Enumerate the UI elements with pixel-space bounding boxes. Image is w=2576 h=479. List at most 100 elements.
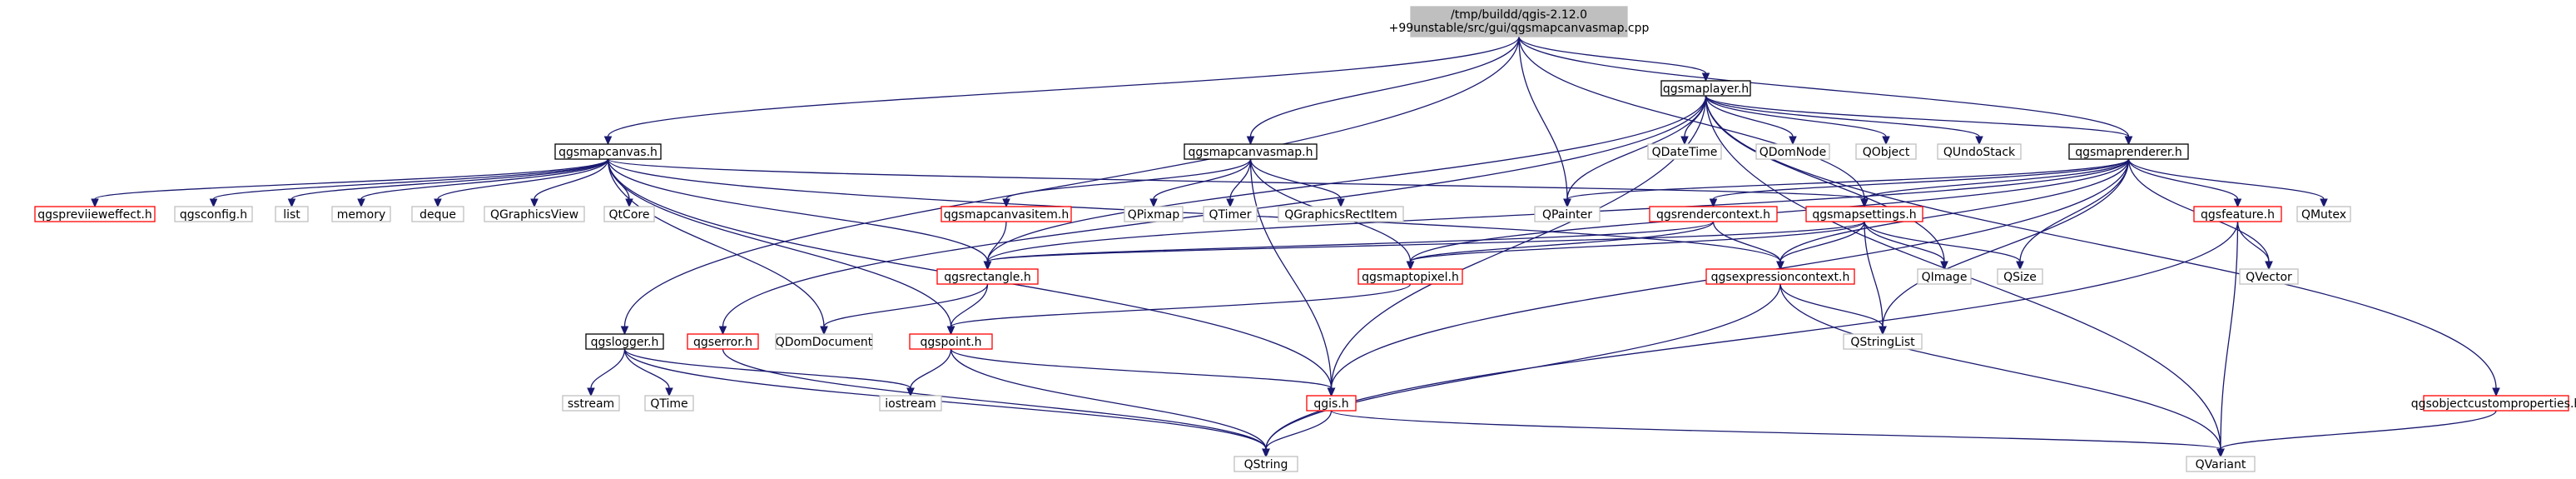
node-qdomnode: QDomNode <box>1755 143 1830 160</box>
edge-maptopixel-to-point <box>946 283 1412 336</box>
node-box-qvector <box>2239 268 2299 285</box>
node-box-maptopixel <box>1357 268 1463 285</box>
node-box-qstringlist <box>1843 333 1923 350</box>
node-label-qstring: QString <box>1244 458 1288 472</box>
edge-rendercontext-to-rectangle <box>983 221 1715 271</box>
node-qobject: QObject <box>1855 143 1917 160</box>
edge-mapcanvas-to-previeweffect <box>91 158 609 208</box>
node-iostream: iostream <box>879 395 942 412</box>
node-box-error <box>687 333 759 350</box>
node-mapcanvasmap[interactable]: qgsmapcanvasmap.h <box>1184 143 1318 160</box>
node-box-previeweffect <box>34 206 156 222</box>
node-maplayer[interactable]: qgsmaplayer.h <box>1660 80 1751 97</box>
edge-maprenderer-to-qmutex <box>2127 158 2328 208</box>
node-box-config <box>174 206 253 222</box>
node-box-qtcore <box>603 206 655 222</box>
node-maptopixel[interactable]: qgsmaptopixel.h <box>1357 268 1463 285</box>
node-box-qdomdocument <box>775 333 873 350</box>
node-error[interactable]: qgserror.h <box>687 333 759 350</box>
node-box-qgraphicsview <box>484 206 585 222</box>
edge-root-to-maplayer <box>1518 36 1710 82</box>
node-mapcanvasitem[interactable]: qgsmapcanvasitem.h <box>941 206 1072 222</box>
node-qsize: QSize <box>1997 268 2043 285</box>
edge-mapcanvasmap-to-qgraphicsrectitem <box>1249 158 1345 208</box>
edge-mapsettings-to-qsize <box>1864 221 2024 271</box>
edge-logger-to-sstream <box>587 348 626 397</box>
node-label-rectangle: qgsrectangle.h <box>944 271 1030 284</box>
node-qmutex: QMutex <box>2296 206 2351 222</box>
edge-mapcanvasmap-to-mapcanvasitem <box>1002 158 1252 208</box>
node-box-maplayer <box>1660 80 1751 97</box>
node-label-logger: qgslogger.h <box>591 336 659 349</box>
edge-mapcanvasmap-to-qtimer <box>1226 158 1252 208</box>
edge-mapcanvas-to-config <box>209 158 609 208</box>
edge-mapcanvas-to-memory <box>357 158 609 208</box>
node-box-qobject <box>1855 143 1917 160</box>
node-qtimer: QTimer <box>1203 206 1258 222</box>
edge-point-to-qgis <box>950 348 1336 397</box>
edge-mapcanvasmap-to-qpixmap <box>1149 158 1252 208</box>
node-label-sstream: sstream <box>568 397 614 411</box>
edge-mapcanvas-to-list <box>287 158 609 208</box>
node-label-deque: deque <box>419 208 456 222</box>
node-rendercontext[interactable]: qgsrendercontext.h <box>1649 206 1778 222</box>
node-label-error: qgserror.h <box>693 336 752 349</box>
edge-feature-to-qvector <box>2236 221 2273 271</box>
node-label-mapsettings: qgsmapsettings.h <box>1812 208 1916 222</box>
node-root[interactable]: /tmp/buildd/qgis-2.12.0+99unstable/src/g… <box>1389 6 1650 37</box>
node-box-qpixmap <box>1124 206 1184 222</box>
node-box-qstring <box>1233 456 1298 472</box>
node-label-qobject: QObject <box>1863 146 1910 159</box>
node-mapcanvas[interactable]: qgsmapcanvas.h <box>554 143 662 160</box>
node-maprenderer[interactable]: qgsmaprenderer.h <box>2068 143 2189 160</box>
edge-maplayer-to-qdomnode <box>1705 95 1797 146</box>
edge-maplayer-to-objectcustomproperties <box>1705 95 2500 397</box>
edge-maprenderer-to-feature <box>2127 158 2242 208</box>
edge-mapsettings-to-qimage <box>1864 221 1948 271</box>
node-qgraphicsrectitem: QGraphicsRectItem <box>1278 206 1404 222</box>
node-label-qvariant: QVariant <box>2196 458 2246 472</box>
node-feature[interactable]: qgsfeature.h <box>2193 206 2282 222</box>
edge-mapcanvas-to-expressioncontext <box>607 158 1784 271</box>
node-label-maplayer: qgsmaplayer.h <box>1663 82 1749 96</box>
edge-maplayer-to-qundostack <box>1705 95 1983 146</box>
node-label-qdatetime: QDateTime <box>1652 146 1718 159</box>
node-box-logger <box>585 333 664 350</box>
nodes-layer: /tmp/buildd/qgis-2.12.0+99unstable/src/g… <box>34 6 2576 472</box>
node-deque: deque <box>411 206 464 222</box>
edge-rendercontext-to-maptopixel <box>1406 221 1715 271</box>
edge-mapcanvas-to-point <box>607 158 955 336</box>
node-label-qmutex: QMutex <box>2301 208 2346 222</box>
edge-root-to-qpainter <box>1518 36 1571 208</box>
edge-maprenderer-to-qsize <box>2016 158 2130 271</box>
node-qgis[interactable]: qgis.h <box>1306 395 1357 412</box>
node-box-feature <box>2193 206 2282 222</box>
node-qgraphicsview: QGraphicsView <box>484 206 585 222</box>
node-config: qgsconfig.h <box>174 206 253 222</box>
node-point[interactable]: qgspoint.h <box>909 333 993 350</box>
node-label-rendercontext: qgsrendercontext.h <box>1656 208 1770 222</box>
node-objectcustomproperties[interactable]: qgsobjectcustomproperties.h <box>2411 395 2576 412</box>
edge-logger-to-qtime <box>623 348 673 397</box>
edge-rectangle-to-qdomdocument <box>820 283 989 336</box>
node-box-mapcanvasmap <box>1184 143 1318 160</box>
edge-maplayer-to-maprenderer <box>1705 95 2133 146</box>
edge-maprenderer-to-mapsettings <box>1860 158 2130 208</box>
edge-qgis-to-qstring <box>1262 410 1333 458</box>
root-label-line2: +99unstable/src/gui/qgsmapcanvasmap.cpp <box>1389 22 1650 35</box>
node-box-qimage <box>1917 268 1972 285</box>
edge-qgis-to-qvariant <box>1330 410 2225 458</box>
node-rectangle[interactable]: qgsrectangle.h <box>936 268 1039 285</box>
edge-maprenderer-to-qpainter <box>1563 158 2130 208</box>
node-expressioncontext[interactable]: qgsexpressioncontext.h <box>1705 268 1855 285</box>
node-logger[interactable]: qgslogger.h <box>585 333 664 350</box>
node-box-qgis <box>1306 395 1357 412</box>
node-box-point <box>909 333 993 350</box>
node-previeweffect[interactable]: qgspreviieweffect.h <box>34 206 156 222</box>
node-label-maptopixel: qgsmaptopixel.h <box>1362 271 1459 284</box>
node-mapsettings[interactable]: qgsmapsettings.h <box>1805 206 1923 222</box>
node-label-qundostack: QUndoStack <box>1943 146 2016 159</box>
node-box-iostream <box>879 395 942 412</box>
node-memory: memory <box>331 206 391 222</box>
node-qvariant: QVariant <box>2186 456 2256 472</box>
